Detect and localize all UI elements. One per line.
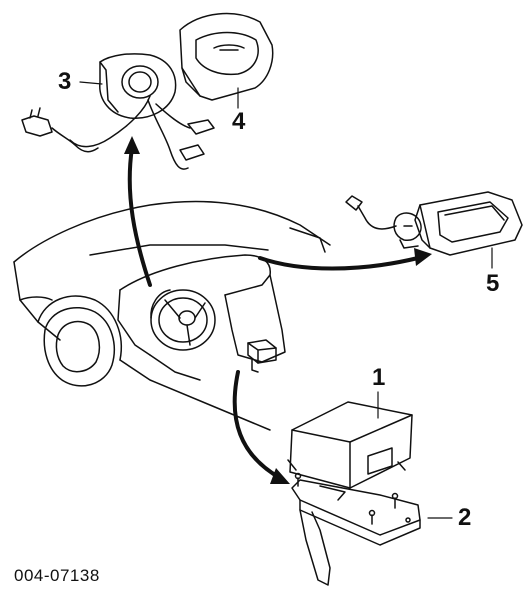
diagram-part-number: 004-07138 [14, 566, 100, 585]
callout-2: 2 [458, 504, 472, 531]
arrow-to-control-module [232, 370, 282, 480]
vehicle-body-outline [13, 200, 331, 431]
callout-leader-lines [79, 81, 493, 519]
callout-1: 1 [372, 364, 386, 391]
callout-4: 4 [232, 108, 246, 135]
arrow-to-passenger-airbag [258, 256, 420, 271]
mounting-bracket-icon [291, 472, 421, 586]
steering-wheel-icon [150, 289, 216, 351]
arrow-heads [124, 136, 432, 484]
arrowhead-right-icon [414, 248, 432, 266]
callout-5: 5 [486, 270, 500, 297]
locator-arrows [127, 146, 420, 480]
clockspring-icon [21, 53, 215, 170]
arrow-to-clockspring [127, 146, 152, 287]
steering-wheel-cover-icon [179, 12, 274, 101]
callout-3: 3 [58, 68, 72, 95]
control-module-icon [287, 401, 413, 489]
passenger-airbag-module-icon [345, 191, 523, 256]
arrowhead-down-right-icon [270, 468, 290, 484]
arrowhead-up-icon [124, 136, 140, 154]
impact-sensor-icon [247, 339, 277, 373]
